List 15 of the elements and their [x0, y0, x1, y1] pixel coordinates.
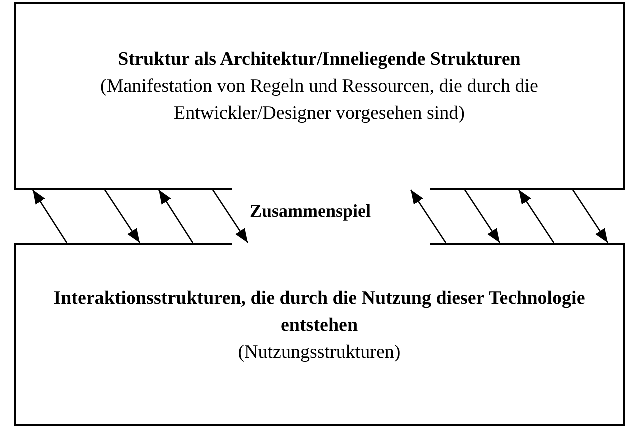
arrow	[518, 190, 555, 244]
interplay-label: Zusammenspiel	[250, 200, 372, 222]
box-description: (Manifestation von Regeln und Ressourcen, die durch die Entwickler/Designer vorgesehen sind)	[100, 75, 540, 126]
box-heading: Interaktionsstrukturen, die durch die Nutzung dieser Technologie entstehen	[52, 287, 586, 338]
structure-box	[14, 243, 625, 426]
box-description: (Nutzungsstrukturen)	[238, 341, 401, 365]
arrow	[32, 190, 68, 244]
arrow	[464, 190, 501, 244]
arrow	[212, 190, 249, 244]
arrow	[410, 190, 447, 244]
box-heading: Struktur als Architektur/Inneliegende Strukturen	[118, 48, 521, 72]
arrow	[158, 190, 194, 244]
arrow	[104, 190, 141, 244]
arrow	[572, 190, 609, 244]
structure-box	[14, 2, 625, 190]
